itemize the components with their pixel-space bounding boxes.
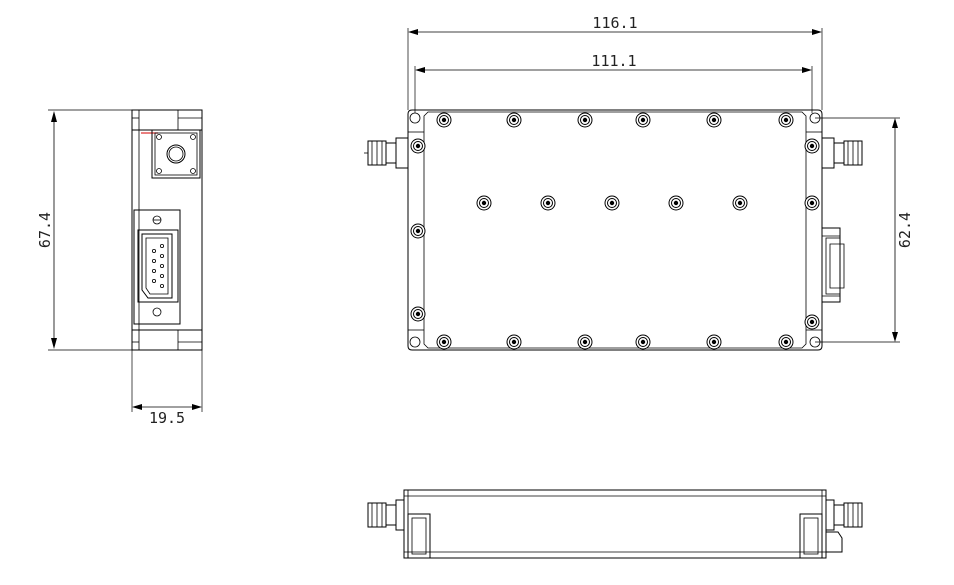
db9-connector [133, 209, 181, 325]
screw [732, 195, 748, 211]
dimension-side-width: 19.5 [131, 350, 203, 427]
front-view [367, 489, 863, 559]
screw [804, 138, 820, 154]
front-body-outline [403, 489, 827, 559]
screw [476, 195, 492, 211]
screw [577, 334, 593, 350]
screw [778, 112, 794, 128]
screw [778, 334, 794, 350]
front-right-rf-connector [825, 499, 863, 531]
screw [410, 223, 426, 239]
dimension-top-hole-spacing: 62.4 [815, 117, 914, 343]
dimension-top-overall-width: 116.1 [407, 14, 823, 110]
screw [804, 314, 820, 330]
screw [506, 334, 522, 350]
top-view: 116.1 111.1 62.4 [364, 14, 914, 351]
screw [436, 334, 452, 350]
screw [635, 334, 651, 350]
right-db9-profile [821, 227, 845, 303]
screw [410, 306, 426, 322]
front-left-rf-connector [367, 499, 405, 531]
screw [804, 195, 820, 211]
screw [577, 112, 593, 128]
right-rf-connector [821, 137, 863, 169]
dim-label-side-height: 67.4 [36, 212, 54, 248]
screw [436, 112, 452, 128]
cover-screws [410, 112, 820, 350]
rf-connector-flange [151, 129, 201, 179]
screw [604, 195, 620, 211]
screw [706, 112, 722, 128]
top-body-outline [407, 109, 823, 351]
mounting-holes [409, 112, 821, 348]
side-view: 67.4 19.5 [36, 109, 203, 427]
dim-label-top-overall-width: 116.1 [592, 14, 637, 32]
screw [506, 112, 522, 128]
screw [668, 195, 684, 211]
dim-label-top-hole-spacing: 62.4 [896, 212, 914, 248]
left-rf-connector [364, 137, 409, 169]
screw [706, 334, 722, 350]
screw [540, 195, 556, 211]
screw [635, 112, 651, 128]
dim-label-top-inner-width: 111.1 [591, 52, 636, 70]
screw [410, 138, 426, 154]
side-body-outline [131, 109, 203, 351]
dimension-side-height: 67.4 [36, 109, 132, 351]
dim-label-side-width: 19.5 [149, 409, 185, 427]
dimension-top-inner-width: 111.1 [414, 52, 813, 113]
